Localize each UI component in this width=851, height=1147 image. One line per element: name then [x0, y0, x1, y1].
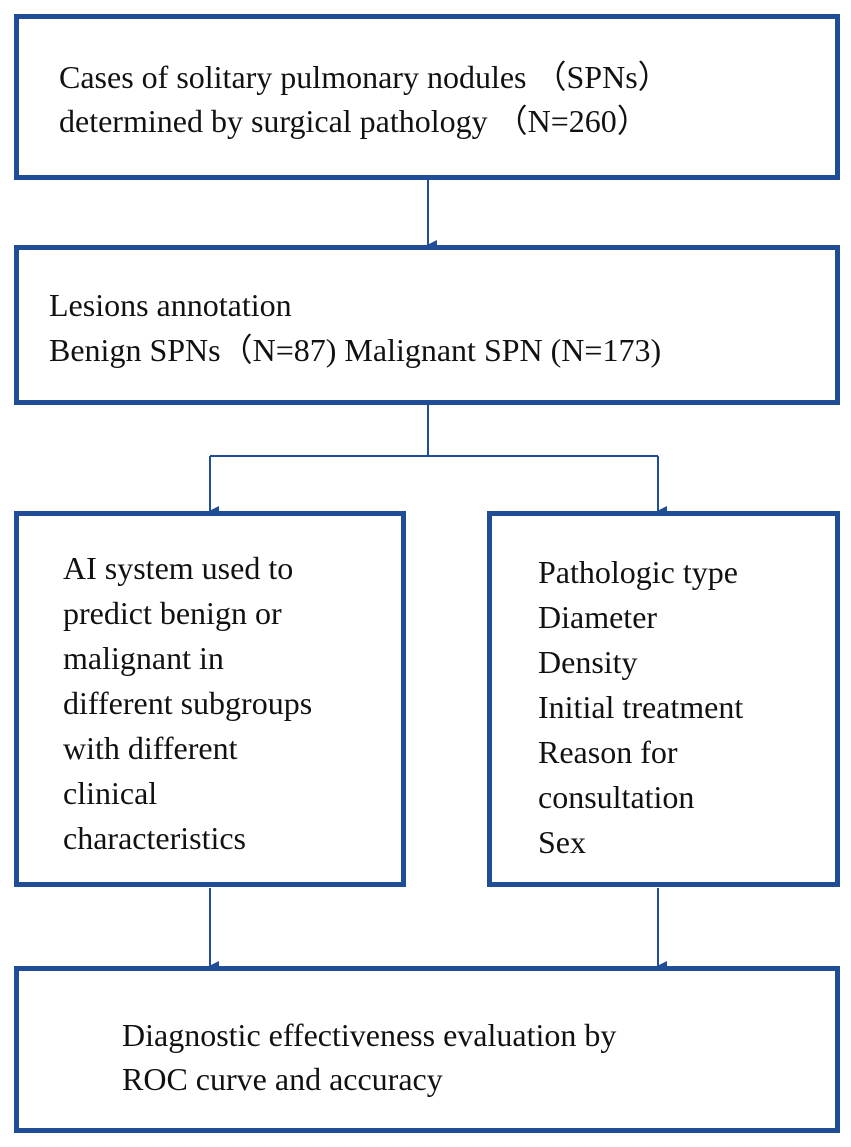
- box5-line-1: Diagnostic effectiveness evaluation by: [122, 1017, 617, 1053]
- box4-line-6: consultation: [538, 779, 695, 815]
- box3-line-2: predict benign or: [63, 595, 282, 631]
- box-diagnostic-evaluation: Diagnostic effectiveness evaluation by R…: [14, 966, 840, 1133]
- box-lesions-annotation: Lesions annotation Benign SPNs（N=87) Mal…: [14, 245, 840, 405]
- box4-line-1: Pathologic type: [538, 554, 738, 590]
- box4-line-5: Reason for: [538, 734, 678, 770]
- box4-line-4: Initial treatment: [538, 689, 744, 725]
- box4-line-7: Sex: [538, 824, 586, 860]
- box1-line-2: determined by surgical pathology （N=260）: [59, 103, 649, 139]
- box5-line-2: ROC curve and accuracy: [122, 1061, 443, 1097]
- box3-line-5: with different: [63, 730, 238, 766]
- box3-line-4: different subgroups: [63, 685, 313, 721]
- box-surgical-pathology-cases: Cases of solitary pulmonary nodules （SPN…: [14, 14, 840, 180]
- box4-line-2: Diameter: [538, 599, 658, 635]
- box3-line-6: clinical: [63, 775, 158, 811]
- box-ai-system-prediction: AI system used to predict benign or mali…: [14, 511, 406, 887]
- box1-line-1: Cases of solitary pulmonary nodules （SPN…: [59, 59, 670, 95]
- box2-line-2: Benign SPNs（N=87) Malignant SPN (N=173): [49, 332, 662, 368]
- box3-line-3: malignant in: [63, 640, 224, 676]
- box2-line-1: Lesions annotation: [49, 287, 292, 323]
- box4-line-3: Density: [538, 644, 638, 680]
- box3-line-7: characteristics: [63, 820, 246, 856]
- box3-line-1: AI system used to: [63, 550, 294, 586]
- box-clinical-characteristics: Pathologic type Diameter Density Initial…: [487, 511, 840, 887]
